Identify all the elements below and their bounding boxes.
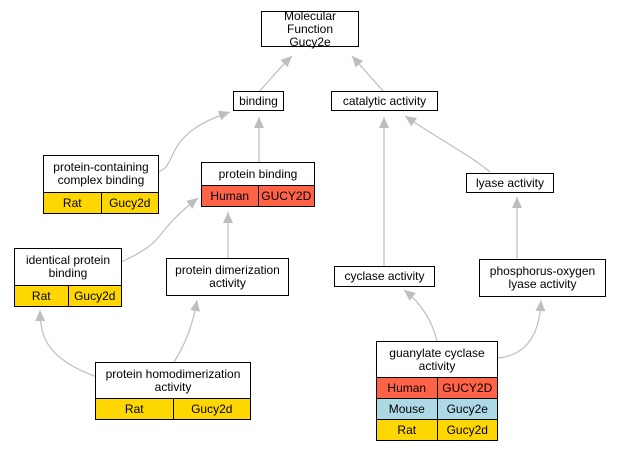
node-protein-binding[interactable]: protein binding Human GUCY2D [201, 162, 315, 207]
node-root[interactable]: Molecular Function Gucy2e [261, 8, 359, 49]
node-protein-containing-complex-binding-label: protein-containing complex binding [53, 160, 149, 187]
annotation-row: Rat Gucy2d [96, 398, 250, 419]
node-binding[interactable]: binding [233, 91, 284, 111]
node-protein-dimerization-activity-label: protein dimerization activity [175, 263, 280, 290]
species-cell: Rat [15, 286, 68, 306]
edge-identical-protein-binding [120, 197, 199, 263]
node-protein-containing-complex-binding[interactable]: protein-containing complex binding Rat G… [43, 155, 159, 214]
node-protein-dimerization-activity[interactable]: protein dimerization activity [166, 258, 289, 296]
node-protein-binding-label: protein binding [218, 166, 298, 181]
gene-cell: Gucy2d [100, 193, 158, 213]
species-cell: Rat [44, 193, 101, 213]
arrowhead [186, 198, 198, 209]
node-catalytic-activity[interactable]: catalytic activity [331, 91, 438, 111]
gene-cell: GUCY2D [257, 186, 314, 206]
node-phosphorus-oxygen-lyase-activity[interactable]: phosphorus-oxygen lyase activity [479, 259, 606, 297]
node-catalytic-activity-label: catalytic activity [342, 93, 427, 108]
node-lyase-activity-label: lyase activity [475, 175, 545, 190]
node-protein-homodimerization-activity-label: protein homodimerization activity [105, 366, 241, 394]
gene-cell: Gucy2d [172, 399, 250, 419]
arrowhead [190, 300, 201, 312]
node-identical-protein-binding[interactable]: identical protein binding Rat Gucy2d [14, 248, 122, 307]
edge-guanylate-phosphorus [497, 299, 542, 359]
species-cell: Rat [377, 420, 437, 440]
edge-homodimerization-identical [39, 309, 98, 378]
node-identical-protein-binding-label: identical protein binding [25, 253, 111, 280]
arrowhead [404, 290, 416, 301]
arrowhead [379, 117, 389, 128]
edge-complex-binding [157, 111, 231, 173]
node-cyclase-activity[interactable]: cyclase activity [334, 266, 435, 287]
arrowhead [512, 197, 522, 208]
gene-cell: Gucy2d [436, 420, 497, 440]
arrowhead [535, 300, 546, 312]
species-cell: Human [377, 378, 437, 398]
annotation-row: Human GUCY2D [202, 185, 314, 206]
node-guanylate-cyclase-activity-label: guanylate cyclase activity [389, 345, 485, 373]
gene-cell: Gucy2e [436, 399, 497, 419]
arrowhead [217, 110, 230, 121]
node-guanylate-cyclase-activity[interactable]: guanylate cyclase activity Human GUCY2D … [376, 341, 498, 441]
annotation-row: Rat Gucy2d [44, 192, 158, 213]
arrowhead [254, 117, 264, 128]
node-root-label: Molecular Function Gucy2e [283, 8, 337, 49]
arrowhead [405, 116, 417, 127]
gene-cell: Gucy2d [67, 286, 121, 306]
annotation-row: Rat Gucy2d [15, 285, 121, 306]
species-cell: Rat [96, 399, 173, 419]
node-protein-homodimerization-activity[interactable]: protein homodimerization activity Rat Gu… [95, 362, 251, 420]
arrowhead [280, 56, 292, 68]
annotation-row: Human GUCY2D [377, 377, 497, 398]
annotation-row: Mouse Gucy2e [377, 398, 497, 419]
species-cell: Human [202, 186, 258, 206]
annotation-row: Rat Gucy2d [377, 419, 497, 440]
node-cyclase-activity-label: cyclase activity [344, 269, 425, 283]
edge-lyase-catalytic [404, 115, 491, 173]
node-binding-label: binding [239, 93, 278, 108]
arrowhead [352, 56, 364, 68]
gene-cell: GUCY2D [436, 378, 497, 398]
node-lyase-activity[interactable]: lyase activity [466, 173, 554, 193]
arrowhead [223, 212, 233, 223]
arrowhead [35, 310, 46, 322]
species-cell: Mouse [377, 399, 437, 419]
node-phosphorus-oxygen-lyase-activity-label: phosphorus-oxygen lyase activity [489, 264, 596, 291]
